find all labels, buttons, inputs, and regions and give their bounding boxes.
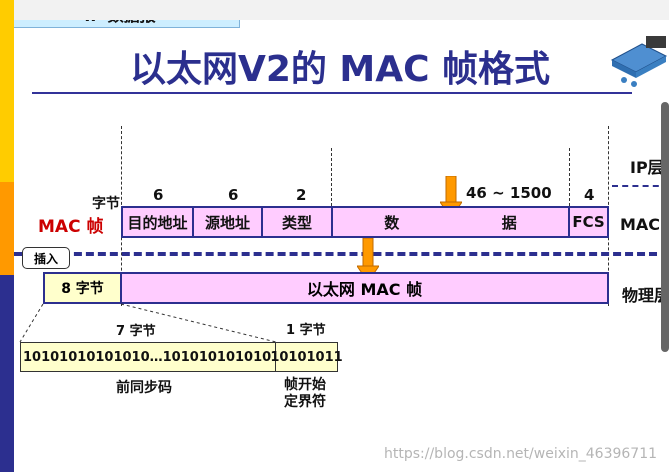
left-accent-orange [0, 182, 14, 275]
physical-layer-label: 物理层 [622, 286, 669, 305]
left-accent-yellow [0, 0, 14, 182]
sfd-bits: 10101011 [270, 342, 343, 372]
byte-unit-label: 字节 [92, 196, 120, 212]
sfd-name-line1: 帧开始 [284, 377, 326, 393]
expansion-lines [19, 303, 277, 343]
field-data-right: 据 [501, 213, 517, 232]
sfd-size-label: 1 字节 [286, 323, 326, 338]
watermark-url: https://blog.csdn.net/weixin_46396711 [384, 446, 658, 462]
page-title: 以太网V2的 MAC 帧格式 [129, 49, 551, 90]
guide-ip-start [331, 148, 332, 206]
size-fcs: 4 [584, 186, 595, 204]
preamble-bits-left: 10101010101010 [23, 349, 150, 365]
size-dest: 6 [153, 186, 164, 204]
network-device-icon [610, 36, 668, 87]
physical-ethernet-frame: 以太网 MAC 帧 [120, 272, 609, 304]
field-type: 类型 [263, 208, 333, 236]
preamble-size-label: 7 字节 [116, 324, 156, 339]
mac-frame-label: MAC 帧 [38, 217, 104, 237]
field-dest-address: 目的地址 [123, 208, 194, 236]
sfd-name-line2: 定界符 [284, 394, 326, 410]
mac-layer-label: MAC [620, 215, 661, 234]
field-src-address: 源地址 [194, 208, 263, 236]
field-data-left: 数 [384, 213, 400, 232]
title-underline [32, 92, 632, 94]
size-type: 2 [296, 186, 307, 204]
field-fcs: FCS [572, 213, 605, 231]
preamble-bits: 10101010101010 … 10101010101010 [20, 342, 289, 372]
top-band [14, 0, 669, 20]
preamble-8-byte-box: 8 字节 [43, 272, 122, 304]
left-accent-navy [0, 275, 14, 472]
ip-layer-label: IP层 [630, 158, 664, 177]
insert-callout: 插入 [22, 247, 70, 269]
ip-layer-divider [612, 185, 669, 187]
mac-frame: 目的地址 源地址 类型 数 据 FCS [121, 206, 609, 238]
guide-ip-end [569, 148, 570, 206]
layer-separator-dashed [14, 252, 669, 256]
preamble-bits-right: 10101010101010 [162, 349, 290, 365]
preamble-ellipsis: … [149, 349, 163, 365]
size-data: 46 ~ 1500 [466, 184, 552, 202]
preamble-name: 前同步码 [116, 380, 172, 396]
size-src: 6 [228, 186, 239, 204]
vertical-scrollbar[interactable] [661, 102, 669, 352]
field-data: 数 据 [333, 208, 570, 236]
